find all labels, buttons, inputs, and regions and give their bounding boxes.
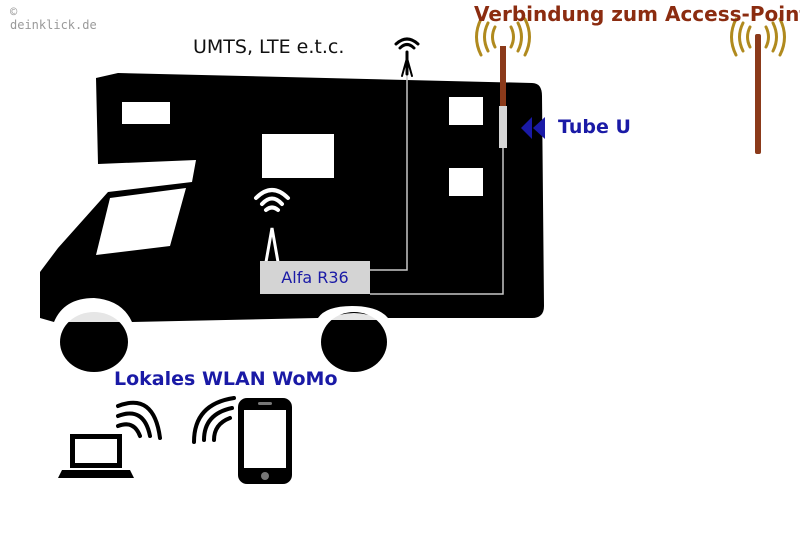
label-tube-u: Tube U — [558, 116, 631, 138]
window-right-top — [449, 97, 483, 125]
tube-u-antenna — [499, 106, 507, 148]
window-top-left — [122, 102, 170, 124]
double-arrow-left-icon — [521, 117, 545, 139]
router-label: Alfa R36 — [281, 268, 349, 287]
cable-umts — [370, 66, 408, 271]
window-right-bottom — [449, 168, 483, 196]
smartphone-icon — [192, 396, 292, 484]
wheel-arch-front — [66, 311, 124, 322]
window-middle — [262, 134, 334, 178]
motorhome-silhouette — [40, 73, 544, 372]
umts-antenna-icon — [394, 37, 420, 77]
access-point-antenna-mast — [500, 46, 506, 106]
watermark: © deinklick.de — [10, 6, 97, 32]
router-wifi-icon — [254, 188, 290, 264]
wheel-arch-rear — [326, 313, 382, 320]
access-point-signal-left-icon — [475, 17, 531, 57]
watermark-text: deinklick.de — [10, 18, 97, 32]
cab-window — [96, 188, 186, 255]
label-wlan: Lokales WLAN WoMo — [114, 368, 338, 390]
copyright-symbol: © — [10, 5, 18, 19]
label-umts: UMTS, LTE e.t.c. — [193, 36, 345, 58]
access-point-antenna-rod — [755, 34, 761, 154]
router-box: Alfa R36 — [260, 261, 370, 294]
label-access-point: Verbindung zum Access-Point — [474, 2, 800, 26]
laptop-icon — [58, 400, 162, 478]
access-point-signal-right-icon — [730, 17, 786, 57]
cable-tube — [370, 148, 504, 295]
